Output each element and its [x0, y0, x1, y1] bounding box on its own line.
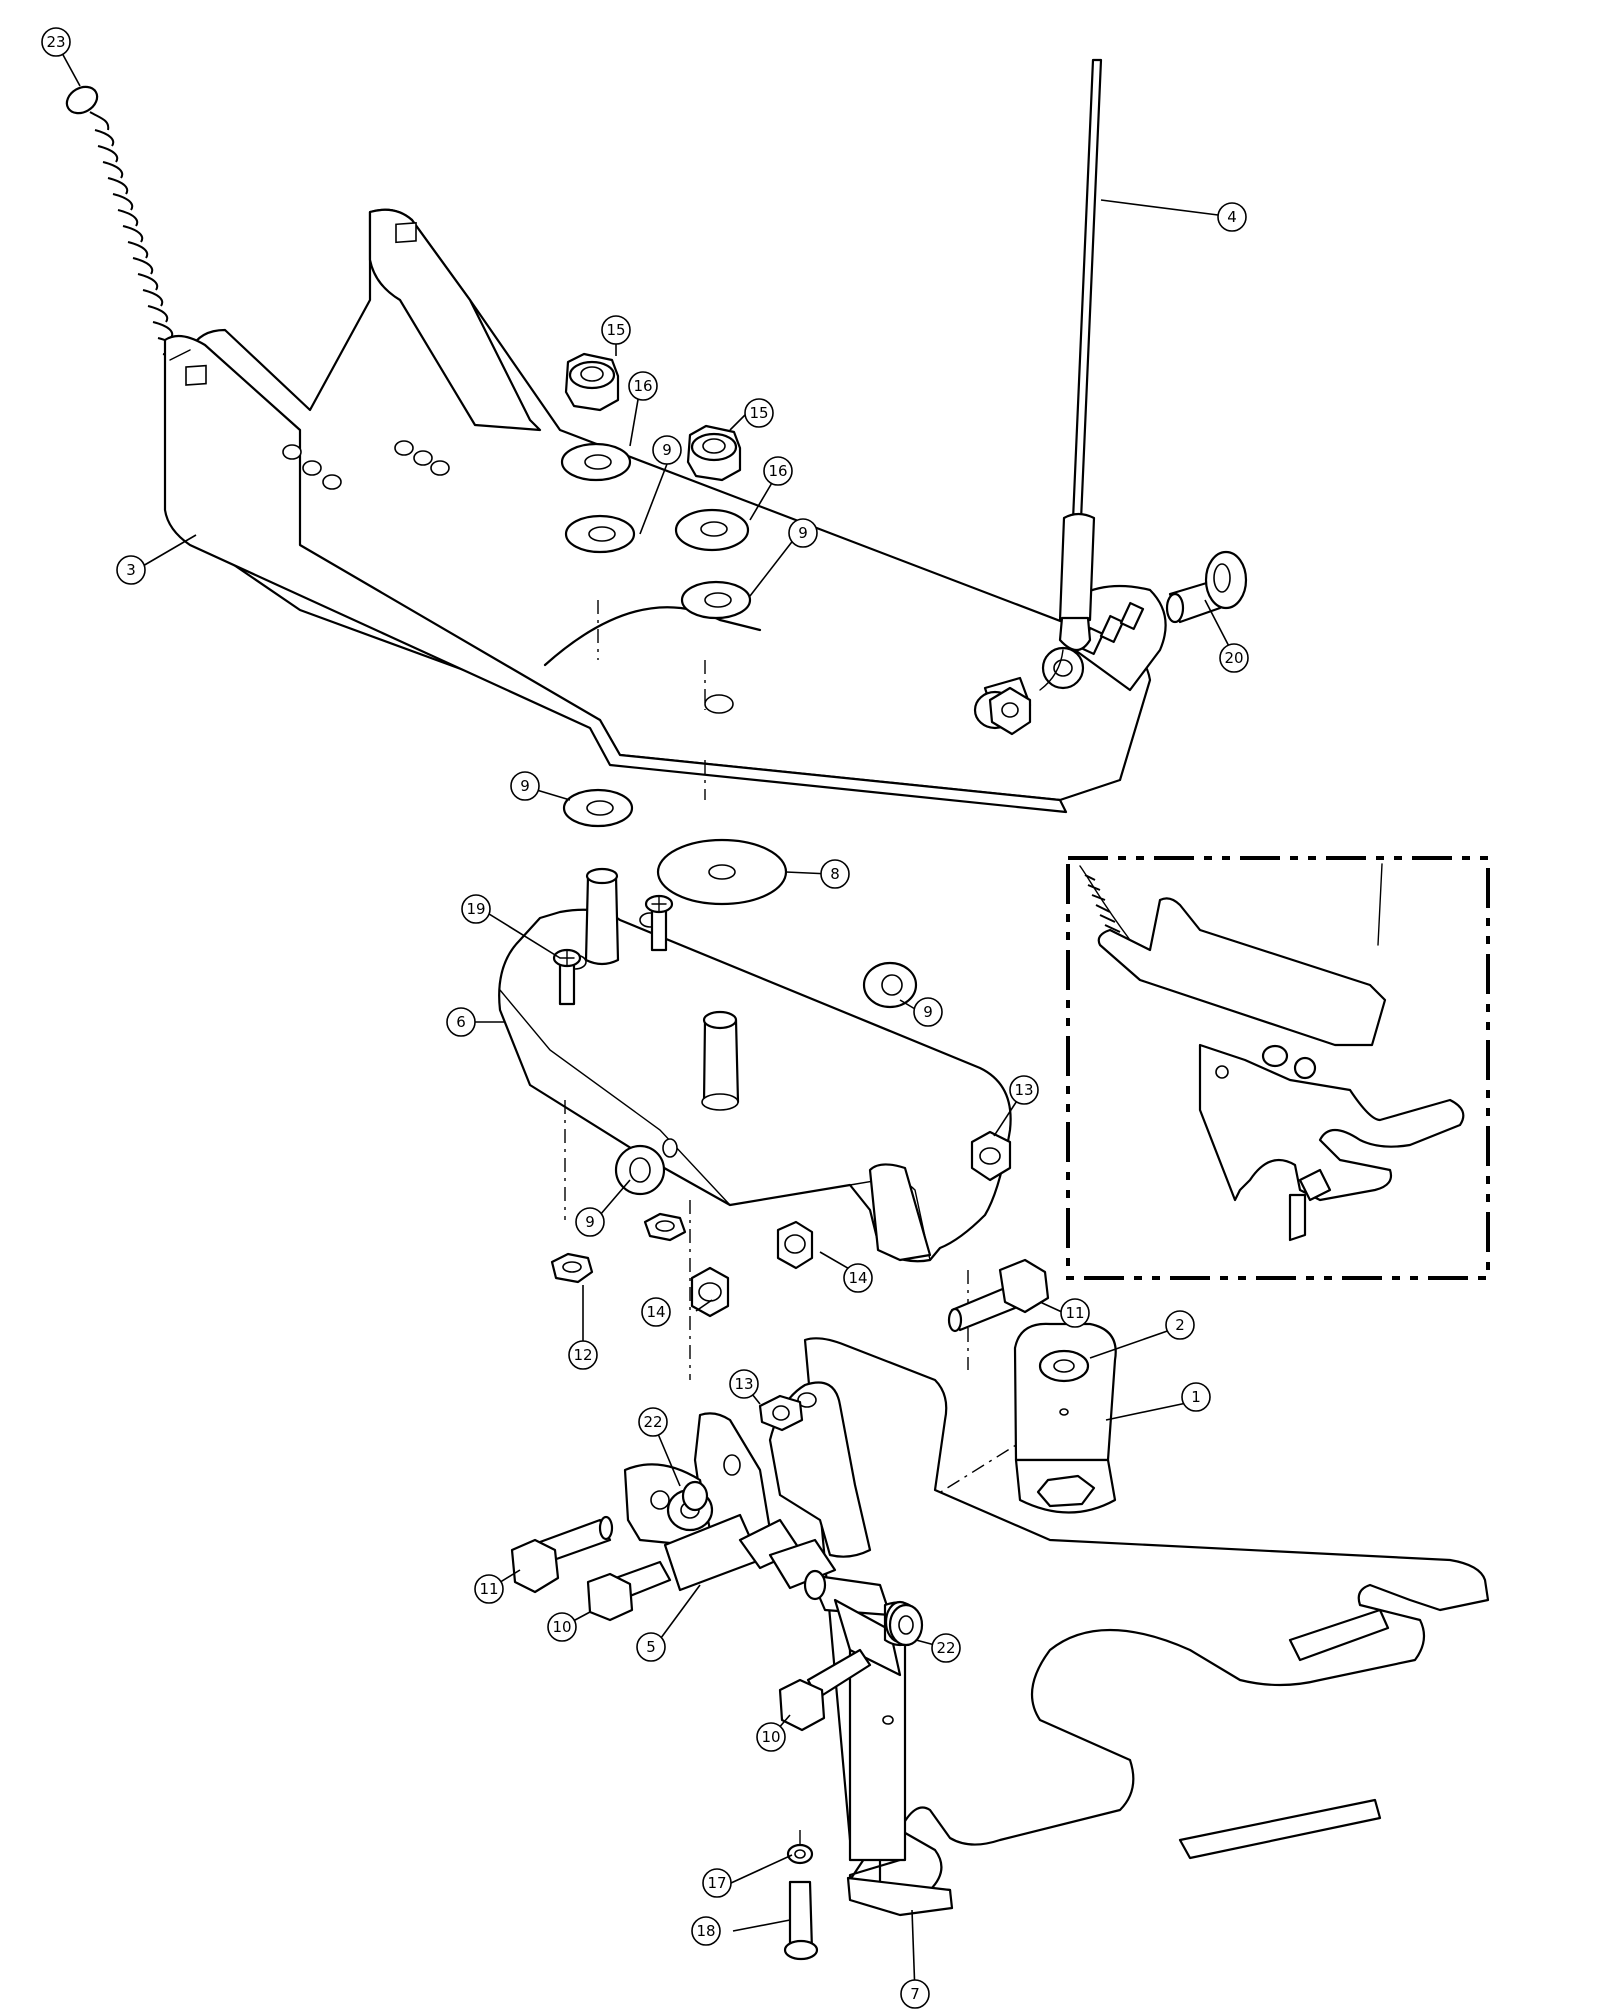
svg-text:8: 8	[830, 865, 840, 883]
washer-part-8	[656, 838, 788, 906]
callout-5: 5	[636, 1632, 666, 1662]
callout-3: 3	[116, 555, 146, 585]
callout-8: 8	[820, 859, 850, 889]
svg-text:7: 7	[910, 1985, 920, 2003]
callout-9: 9	[575, 1207, 605, 1237]
callout-15: 15	[744, 398, 774, 428]
callout-13: 13	[729, 1369, 759, 1399]
bolts-lower	[510, 1394, 924, 1732]
svg-text:9: 9	[923, 1003, 933, 1021]
hardware-upper	[560, 352, 1032, 828]
svg-text:9: 9	[585, 1213, 595, 1231]
svg-text:13: 13	[1014, 1081, 1033, 1099]
callout-22: 22	[931, 1633, 961, 1663]
svg-text:15: 15	[749, 404, 768, 422]
bracket-part-3	[163, 208, 1167, 814]
callout-2: 2	[1165, 1310, 1195, 1340]
svg-text:22: 22	[936, 1639, 955, 1657]
callout-9: 9	[652, 435, 682, 465]
callout-1: 1	[1181, 1382, 1211, 1412]
callout-10: 10	[756, 1722, 786, 1752]
svg-text:9: 9	[662, 441, 672, 459]
svg-text:1: 1	[1191, 1388, 1201, 1406]
post-part-1	[1013, 1322, 1117, 1514]
svg-text:11: 11	[479, 1580, 498, 1598]
callout-16: 16	[628, 371, 658, 401]
callout-9: 9	[510, 771, 540, 801]
callout-9: 9	[913, 997, 943, 1027]
inset-assembled-view	[1066, 856, 1490, 1280]
svg-text:19: 19	[466, 900, 485, 918]
svg-text:16: 16	[633, 377, 652, 395]
callout-13: 13	[1009, 1075, 1039, 1105]
callout-4: 4	[1217, 202, 1247, 232]
callout-14: 14	[843, 1263, 873, 1293]
svg-text:3: 3	[126, 561, 136, 579]
svg-text:11: 11	[1065, 1304, 1084, 1322]
svg-text:9: 9	[798, 524, 808, 542]
svg-text:5: 5	[646, 1638, 656, 1656]
callout-19: 19	[461, 894, 491, 924]
callout-16: 16	[763, 456, 793, 486]
svg-text:16: 16	[768, 462, 787, 480]
callout-15: 15	[601, 315, 631, 345]
block-part-6	[498, 867, 1012, 1263]
svg-text:18: 18	[696, 1922, 715, 1940]
callout-11: 11	[1060, 1298, 1090, 1328]
svg-text:13: 13	[734, 1375, 753, 1393]
svg-text:9: 9	[520, 777, 530, 795]
callout-6: 6	[446, 1007, 476, 1037]
callout-10: 10	[547, 1612, 577, 1642]
svg-text:20: 20	[1224, 649, 1243, 667]
svg-text:14: 14	[848, 1269, 867, 1287]
svg-text:4: 4	[1227, 208, 1237, 226]
svg-text:6: 6	[456, 1013, 466, 1031]
callout-9: 9	[788, 518, 818, 548]
svg-text:10: 10	[761, 1728, 780, 1746]
screw-parts-17-18	[783, 1830, 819, 1961]
svg-text:10: 10	[552, 1618, 571, 1636]
svg-text:2: 2	[1175, 1316, 1185, 1334]
svg-text:17: 17	[707, 1874, 726, 1892]
callout-20: 20	[1219, 643, 1249, 673]
svg-text:15: 15	[606, 321, 625, 339]
svg-text:14: 14	[646, 1303, 665, 1321]
callout-12: 12	[568, 1340, 598, 1370]
nuts-lower	[550, 1212, 814, 1318]
callout-23: 23	[41, 27, 71, 57]
svg-text:23: 23	[46, 33, 65, 51]
callout-17: 17	[702, 1868, 732, 1898]
svg-text:22: 22	[643, 1413, 662, 1431]
centerline	[799, 1429, 1041, 1581]
callout-11: 11	[474, 1574, 504, 1604]
callout-18: 18	[691, 1916, 721, 1946]
svg-text:12: 12	[573, 1346, 592, 1364]
callout-14: 14	[641, 1297, 671, 1327]
callout-22: 22	[638, 1407, 668, 1437]
plate-part-7	[803, 1337, 1490, 1917]
callout-7: 7	[900, 1979, 930, 2009]
bolt-part-11-upper	[947, 1258, 1050, 1333]
pin-part-20	[1165, 550, 1248, 624]
